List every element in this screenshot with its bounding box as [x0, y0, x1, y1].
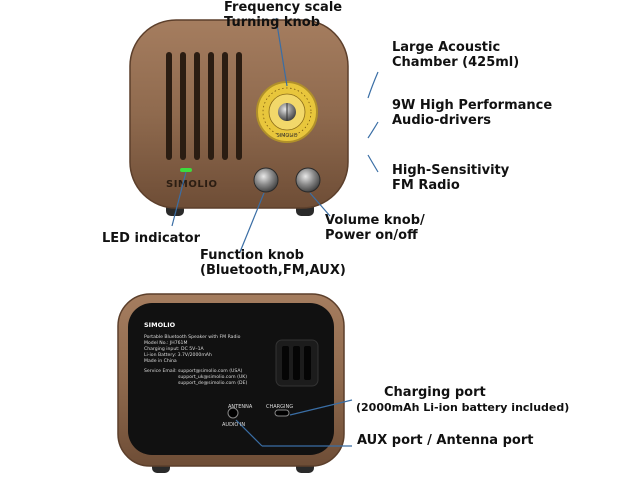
service-label: Service Email:: [144, 369, 177, 374]
label-function: Function knob (Bluetooth,FM,AUX): [200, 248, 346, 278]
led-light: [180, 168, 192, 172]
back-info: Portable Bluetooth Speaker with FM Radio…: [144, 335, 241, 365]
info-line: Made in China: [144, 359, 177, 364]
radio-back: [117, 293, 345, 473]
antenna-label: ANTENNA: [228, 404, 253, 410]
radio-front: SIMOLIO SIMOLIO: [129, 19, 349, 216]
label-volume: Volume knob/ Power on/off: [325, 213, 425, 243]
email-line: support_uk@simolio.com (UK): [178, 375, 248, 380]
back-emails: support@simolio.com (USA) support_uk@sim…: [178, 369, 247, 387]
dial-brand: SIMOLIO: [276, 133, 297, 139]
label-led: LED indicator: [102, 231, 200, 246]
label-radio: High-Sensitivity FM Radio: [392, 163, 510, 193]
info-line: Li-ion Battery: 3.7V/2000mAh: [144, 353, 212, 358]
info-line: Model No.: JH761M: [144, 341, 188, 346]
back-brand: SIMOLIO: [144, 321, 176, 329]
back-service: Service Email:: [144, 369, 177, 375]
front-brand: SIMOLIO: [166, 179, 217, 190]
email-line: support@simolio.com (USA): [178, 369, 243, 374]
label-chamber: Large Acoustic Chamber (425ml): [392, 40, 520, 70]
volume-knob[interactable]: [295, 167, 321, 193]
label-aux: AUX port / Antenna port: [357, 433, 534, 448]
speaker-grille: [166, 52, 242, 160]
label-frequency: Frequency scale Turning knob: [224, 0, 343, 30]
callout-lines: [171, 17, 379, 447]
charging-port[interactable]: [274, 409, 290, 417]
info-line: Portable Bluetooth Speaker with FM Radio: [144, 335, 241, 340]
info-line: Charging input: DC 5V–1A: [144, 347, 204, 352]
audio-in-label: AUDIO IN: [222, 422, 246, 428]
charging-label: CHARGING: [266, 404, 294, 410]
aux-port[interactable]: [227, 407, 239, 419]
label-charging: Charging port: [384, 385, 486, 400]
label-drivers: 9W High Performance Audio-drivers: [392, 98, 553, 128]
label-charging-sub: (2000mAh Li-ion battery included): [356, 401, 570, 414]
function-knob[interactable]: [253, 167, 279, 193]
email-line: support_de@simolio.com (DE): [178, 381, 248, 386]
